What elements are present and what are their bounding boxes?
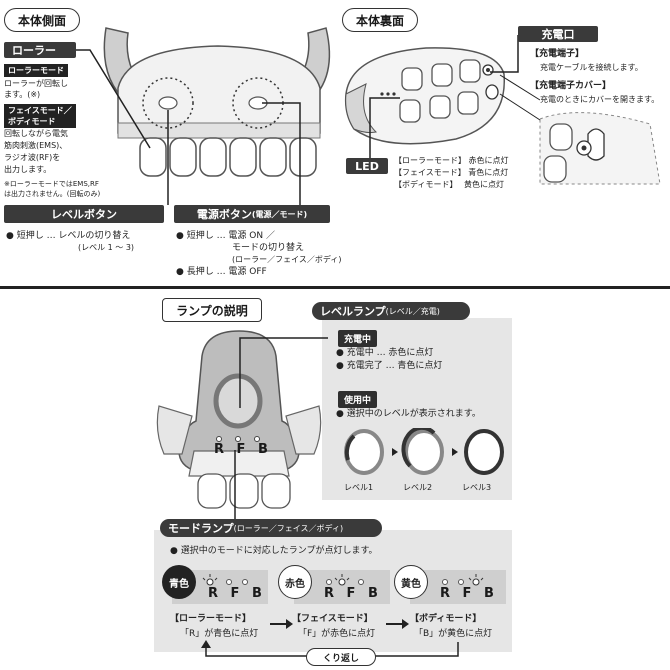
note-line-1: ※ローラーモードではEMS,RF [4,180,99,188]
led-label-text: LED [355,159,379,173]
mode-body-color-tag: 黄色 [394,565,428,599]
charge-terminal-title: 【充電端子】 [530,49,585,59]
face-body-line-2: 筋肉刺激(EMS)、 [4,141,68,150]
led-line-body: 【ボディモード】 黄色に点灯 [394,180,504,189]
mode-body-color-text: 黄色 [401,578,421,590]
mode-roller-rfb: R F B [208,586,266,601]
power-short-2: モードの切り替え [232,243,305,253]
mode-face-color-tag: 赤色 [278,565,312,599]
mode-lamp-header-sub: (ローラー／フェイス／ボディ) [233,523,344,533]
power-header-sub: (電源／モード) [251,209,308,219]
charge-port-header: 充電口 [518,26,598,42]
power-long: ● 長押し … 電源 OFF [176,267,267,277]
roller-mode-tag: ローラーモード [4,64,68,77]
face-body-tag: フェイスモード／ ボディモード [4,104,76,128]
mode-roller-color-tag: 青色 [162,565,196,599]
mode-face-color-text: 赤色 [285,578,305,590]
level-button-sub: (レベル 1 ～ 3) [78,243,135,252]
mode-roller-color-text: 青色 [169,578,189,590]
level-1-label: レベル1 [344,483,374,492]
mode-body-name: 【ボディモード】 [410,614,482,624]
face-body-line-1: 回転しながら電気 [4,129,68,138]
note-line-2: は出力されません。(回転のみ) [4,190,101,198]
side-view-title-text: 本体側面 [17,13,66,28]
charging-tag-text: 充電中 [344,335,372,345]
level-rings [344,428,504,475]
mode-arrow-1 [270,619,293,629]
level-3-label: レベル3 [462,483,492,492]
mode-face-dot-b [358,579,364,585]
roller-mode-line-2: ます。(※) [4,90,41,99]
device-rfb-label: R F B [214,442,272,457]
level-button-header-text: レベルボタン [51,208,117,221]
mode-lamp-header: モードランプ (ローラー／フェイス／ボディ) [160,519,382,537]
side-view-title: 本体側面 [4,8,80,32]
level-lamp-header-sub: (レベル／充電) [385,306,440,316]
device-back-illustration [344,47,505,145]
mode-body-lit-dot [468,574,484,586]
back-view-title: 本体裏面 [342,8,418,32]
mode-lamp-text: ● 選択中のモードに対応したランプが点灯します。 [170,546,378,556]
repeat-label: くり返し [306,648,376,666]
roller-mode-line-1: ローラーが回転し [4,79,68,88]
level-lamp-header: レベルランプ (レベル／充電) [312,302,470,320]
charging-tag: 充電中 [338,330,378,347]
power-short-1: ● 短押し … 電源 ON ／ [176,231,275,241]
charge-port-header-text: 充電口 [541,28,575,41]
level-2-label: レベル2 [403,483,433,492]
mode-body-dot-r [442,579,448,585]
mode-lamp-callout [234,450,236,527]
mode-lamp-header-text: モードランプ [168,522,234,535]
level-lamp-callout [239,337,328,408]
in-use-text: ● 選択中のレベルが表示されます。 [336,409,481,419]
repeat-label-text: くり返し [322,653,359,664]
mode-body-desc: 「B」が黄色に点灯 [414,629,493,639]
back-callout-lines [369,35,541,158]
section-divider [0,286,670,289]
roller-mode-tag-text: ローラーモード [8,66,64,75]
in-use-tag-text: 使用中 [344,396,372,406]
power-short-3: (ローラー／フェイス／ボディ) [232,255,342,264]
led-line-face: 【フェイスモード】 青色に点灯 [394,168,509,177]
roller-header: ローラー [4,42,76,58]
face-body-line-3: ラジオ波(RF)を [4,153,61,162]
charging-line-1: ● 充電中 … 赤色に点灯 [336,348,434,358]
mode-face-lit-dot [334,574,350,586]
mode-arrow-2 [386,619,409,629]
device-front-illustration [156,330,322,509]
level-button-header: レベルボタン [4,205,164,223]
charge-terminal-text: 充電ケーブルを接続します。 [540,63,643,72]
led-line-roller: 【ローラーモード】 赤色に点灯 [394,156,509,165]
level-button-desc: ● 短押し … レベルの切り替え [6,231,131,241]
power-button-header: 電源ボタン (電源／モード) [174,205,330,223]
level-lamp-header-text: レベルランプ [320,305,386,318]
charge-port-zoom [539,112,661,185]
mode-roller-dot-b [242,579,248,585]
mode-body-rfb: R F B [440,586,498,601]
mode-roller-name: 【ローラーモード】 [170,614,252,624]
mode-face-desc: 「F」が赤色に点灯 [298,629,376,639]
mode-body-dot-f [458,579,464,585]
in-use-tag: 使用中 [338,391,378,408]
roller-header-text: ローラー [12,44,56,57]
lamp-section-title-text: ランプの説明 [176,303,248,318]
power-header-text: 電源ボタン [196,208,252,221]
lamp-section-title: ランプの説明 [162,298,262,322]
mode-roller-lit-dot [202,574,218,586]
mode-face-name: 【フェイスモード】 [292,614,373,624]
mode-roller-dot-f [226,579,232,585]
mode-face-rfb: R F B [324,586,382,601]
back-view-title-text: 本体裏面 [355,13,404,28]
mode-roller-desc: 「R」が青色に点灯 [180,629,259,639]
face-body-tag-line-1: フェイスモード／ [8,106,72,115]
led-label: LED [346,158,388,174]
face-body-line-4: 出力します。 [4,165,52,174]
charge-cover-text: 充電のときにカバーを開きます。 [540,95,660,104]
face-body-tag-line-2: ボディモード [8,117,56,126]
mode-face-dot-r [326,579,332,585]
charging-line-2: ● 充電完了 … 青色に点灯 [336,361,443,371]
charge-cover-title: 【充電端子カバー】 [530,81,612,91]
